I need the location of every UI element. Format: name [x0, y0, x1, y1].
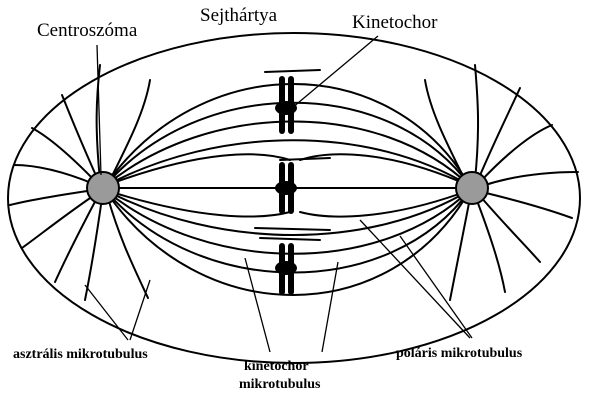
label-astral-microtubule: asztrális mikrotubulus [13, 347, 148, 362]
label-kinetochore-microtubule-line1: kinetochor [244, 359, 309, 374]
polar-microtubule [260, 238, 320, 240]
polar-microtubule [255, 228, 330, 230]
chromosome [275, 243, 297, 295]
chromosome [275, 162, 297, 214]
leader-astral-2 [130, 280, 150, 340]
polar-microtubule [105, 103, 470, 186]
leader-astral-1 [85, 285, 128, 340]
polar-microtubule [105, 190, 470, 273]
astral-microtubule [85, 198, 102, 300]
astral-microtubule [10, 190, 94, 205]
polar-microtubule [265, 70, 320, 72]
label-polar-microtubule: poláris mikrotubulus [396, 346, 523, 361]
polar-microtubule [105, 122, 470, 187]
astral-microtubule [475, 65, 478, 180]
polar-microtubule [105, 190, 470, 254]
astral-microtubule [450, 198, 470, 300]
astral-microtubule [476, 198, 505, 292]
centrosome-left [87, 172, 119, 204]
chromosomes [275, 76, 297, 295]
polar-microtubule [105, 140, 470, 186]
label-centrosome: Centroszóma [37, 20, 138, 41]
leader-lines [85, 36, 472, 352]
kinetochore [275, 261, 297, 275]
label-cell-membrane: Sejthártya [200, 5, 278, 26]
centrosome-right [456, 172, 488, 204]
leader-kinetochore-mt-2 [322, 262, 338, 352]
label-kinetochore-microtubule-line2: mikrotubulus [239, 377, 321, 392]
astral-microtubule [110, 80, 150, 180]
kinetochore [275, 101, 297, 115]
astral-microtubules-left [10, 65, 150, 300]
leader-polar-2 [400, 236, 472, 338]
astral-microtubule [478, 88, 520, 180]
label-kinetochore: Kinetochor [352, 12, 438, 33]
kinetochore [275, 181, 297, 195]
astral-microtubule [482, 172, 578, 186]
